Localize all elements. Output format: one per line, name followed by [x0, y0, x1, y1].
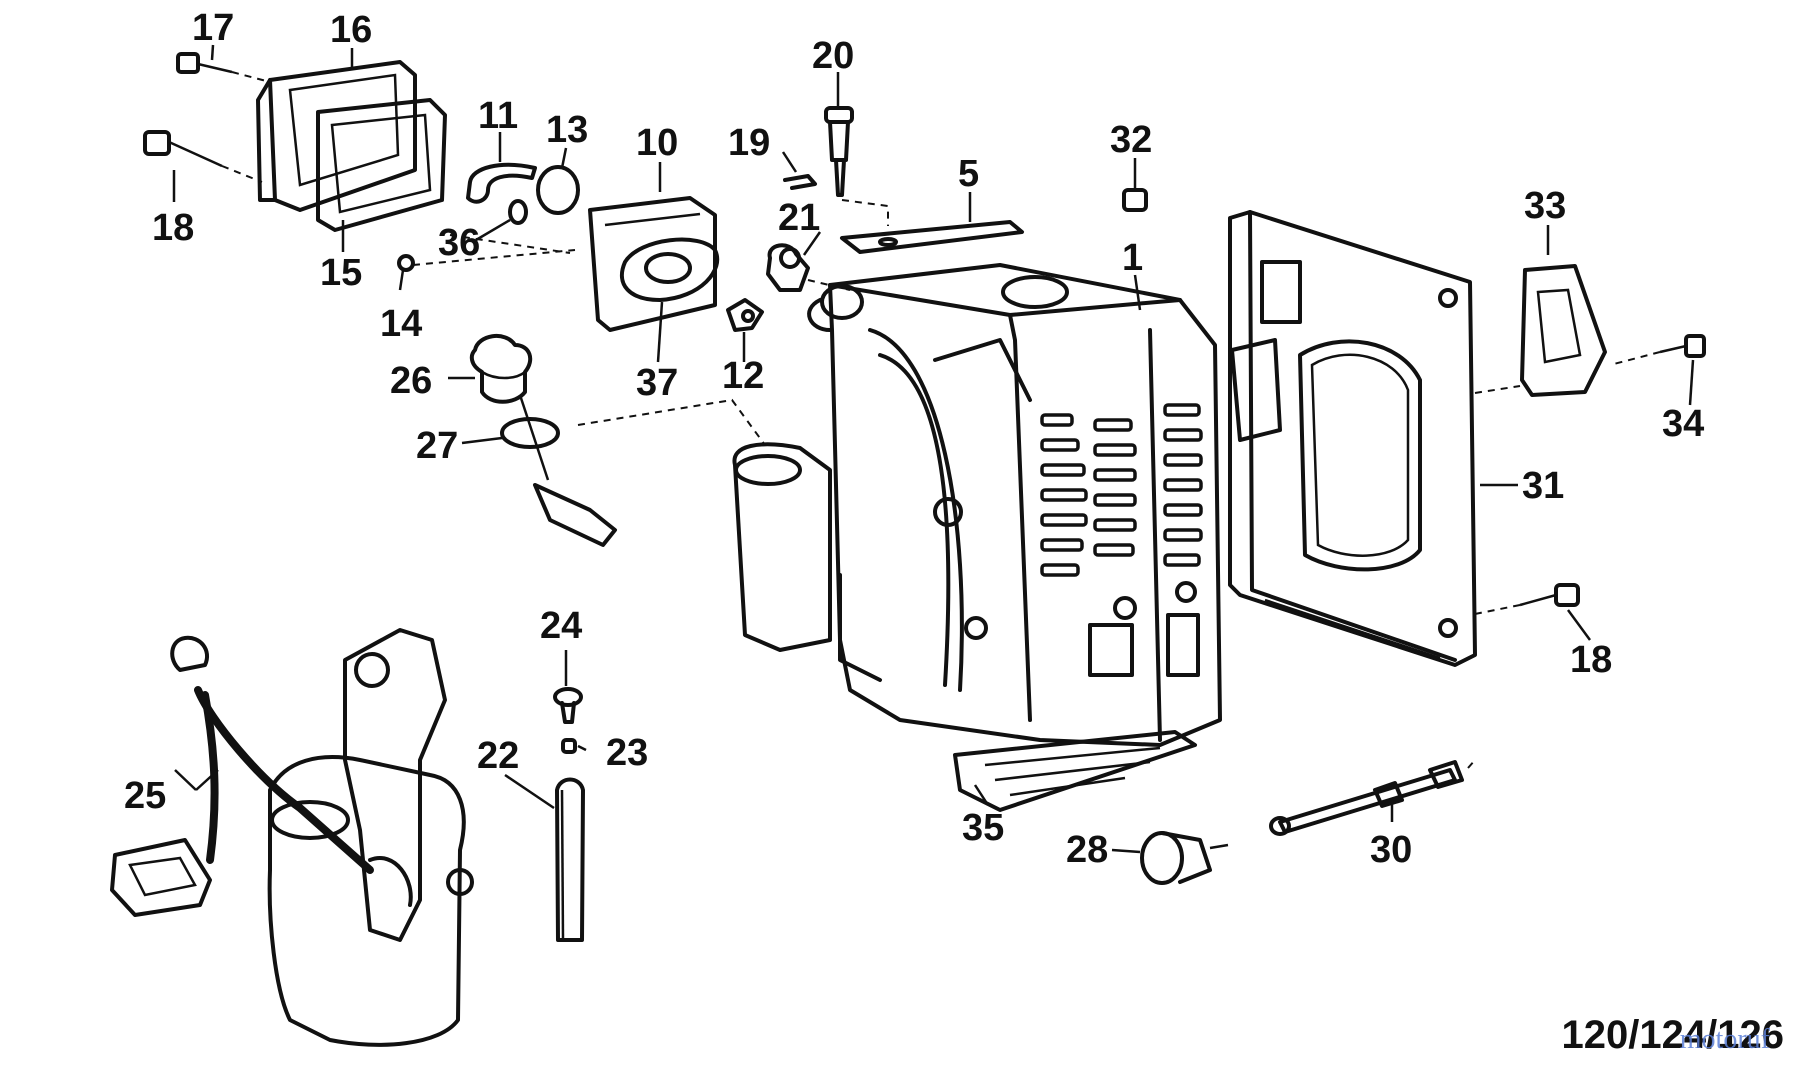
- part-fuel-cap: [469, 334, 550, 481]
- part-fuel-hose-25: [110, 635, 374, 917]
- part-ball-14: [397, 249, 576, 272]
- callout-14: 14: [380, 303, 422, 345]
- part-bracket-33: [1474, 264, 1607, 397]
- part-plate-5: [840, 220, 1024, 254]
- callout-18-right: 18: [1570, 639, 1612, 681]
- callout-20: 20: [812, 35, 854, 77]
- callout-pointers: [172, 44, 1695, 854]
- callout-35: 35: [962, 807, 1004, 849]
- callout-36: 36: [438, 222, 480, 264]
- part-filter-gasket: [316, 98, 447, 232]
- callout-5: 5: [958, 153, 979, 195]
- part-nut-32: [1122, 188, 1148, 212]
- part-bottom-plate: [953, 730, 1197, 812]
- callout-26: 26: [390, 360, 432, 402]
- part-clamp-12: [726, 298, 764, 332]
- callout-18-top: 18: [152, 207, 194, 249]
- callout-10: 10: [636, 122, 678, 164]
- part-o-ring-27: [500, 417, 617, 547]
- callout-37: 37: [636, 362, 678, 404]
- watermark-logo: motoruf: [1679, 1024, 1770, 1055]
- callout-27: 27: [416, 425, 458, 467]
- callout-22: 22: [477, 735, 519, 777]
- part-screw-24: [553, 687, 583, 724]
- callout-12: 12: [722, 355, 764, 397]
- part-washer-36: [508, 199, 528, 225]
- callout-30: 30: [1370, 829, 1412, 871]
- callout-1: 1: [1122, 237, 1143, 279]
- callout-16: 16: [330, 9, 372, 51]
- part-side-cover: [1228, 210, 1477, 667]
- part-filter-cover: [256, 60, 417, 212]
- part-intake-flange: [619, 237, 719, 302]
- part-knob-28: [1140, 831, 1229, 885]
- part-fuel-tank: [267, 628, 474, 1047]
- part-clip-11: [466, 162, 537, 204]
- part-screw-18-right: [1469, 583, 1580, 616]
- part-rod-30: [1269, 759, 1476, 836]
- callout-34: 34: [1662, 403, 1704, 445]
- part-intake-plate: [588, 196, 717, 332]
- part-washer-23: [561, 738, 577, 754]
- callout-17: 17: [192, 7, 234, 49]
- callout-24: 24: [540, 605, 582, 647]
- model-code-label: 120/124/126: [1561, 1013, 1784, 1057]
- part-o-ring-13: [536, 165, 580, 215]
- callout-23: 23: [606, 732, 648, 774]
- part-clip-19: [783, 174, 817, 190]
- part-valve-21: [766, 243, 851, 292]
- callout-19: 19: [728, 122, 770, 164]
- part-main-housing: [732, 263, 1222, 747]
- part-tube-22: [555, 777, 585, 942]
- part-screw-18-top: [143, 130, 263, 183]
- callout-33: 33: [1524, 185, 1566, 227]
- callout-21: 21: [778, 197, 820, 239]
- callout-31: 31: [1522, 465, 1564, 507]
- part-screw-17: [176, 52, 271, 83]
- housing-cooling-fins: [1040, 403, 1203, 577]
- callout-32: 32: [1110, 119, 1152, 161]
- part-pin-20: [824, 106, 854, 197]
- callout-28: 28: [1066, 829, 1108, 871]
- callout-25: 25: [124, 775, 166, 817]
- callout-11: 11: [478, 95, 518, 137]
- callout-15: 15: [320, 252, 362, 294]
- part-screw-34: [1609, 334, 1706, 366]
- callout-13: 13: [546, 109, 588, 151]
- callout-labels: 1 5 10 11 12 13 14 15 16 17 18 18 19 20 …: [124, 7, 1704, 871]
